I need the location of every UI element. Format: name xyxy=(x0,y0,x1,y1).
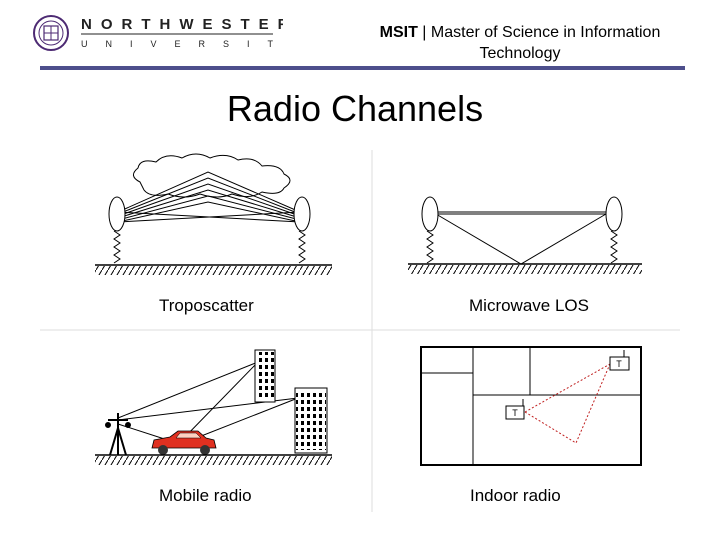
logo-wordmark-top: NORTHWESTERN xyxy=(81,16,283,33)
transceiver-icon: T xyxy=(505,399,525,420)
indoor-radio-path xyxy=(524,363,611,444)
ground-line xyxy=(95,454,332,465)
university-seal-icon xyxy=(33,15,69,51)
program-header: MSIT | Master of Science in Information … xyxy=(340,22,700,64)
los-paths xyxy=(435,211,607,265)
troposcatter-panel xyxy=(95,153,332,275)
mobile-radio-panel xyxy=(95,349,332,465)
microwave-los-panel xyxy=(408,196,642,274)
transceiver-icon: T xyxy=(609,350,630,371)
transceiver-label: T xyxy=(616,359,622,369)
caption-indoor-radio: Indoor radio xyxy=(470,486,561,505)
dish-antenna-icon xyxy=(605,196,623,264)
car-icon xyxy=(151,430,217,455)
dish-antenna-icon xyxy=(293,196,311,264)
caption-troposcatter: Troposcatter xyxy=(159,296,254,315)
dish-antenna-icon xyxy=(421,196,439,264)
program-name: Master of Science in Information Technol… xyxy=(430,24,661,62)
ground-line xyxy=(95,264,332,275)
tower-icon xyxy=(105,413,131,456)
radio-channels-diagram: T T xyxy=(40,150,680,512)
northwestern-logo: NORTHWESTERN UNIVERSITY xyxy=(33,15,283,51)
slide-title: Radio Channels xyxy=(226,88,484,129)
dish-antenna-icon xyxy=(108,196,126,264)
scatter-paths xyxy=(117,171,301,223)
header-rule xyxy=(40,66,685,70)
ground-line xyxy=(408,263,642,274)
building-icon xyxy=(294,387,328,454)
floor-plan xyxy=(420,346,642,466)
transceiver-label: T xyxy=(512,408,518,418)
indoor-radio-panel: T T xyxy=(420,346,642,466)
header-separator: | xyxy=(417,24,431,41)
multipath-rays xyxy=(117,361,299,445)
logo-wordmark-bottom: UNIVERSITY xyxy=(81,39,283,49)
caption-microwave-los: Microwave LOS xyxy=(469,296,589,315)
caption-mobile-radio: Mobile radio xyxy=(159,486,252,505)
building-icon xyxy=(254,349,276,403)
cloud-icon xyxy=(133,153,291,198)
program-abbr: MSIT xyxy=(379,24,418,41)
